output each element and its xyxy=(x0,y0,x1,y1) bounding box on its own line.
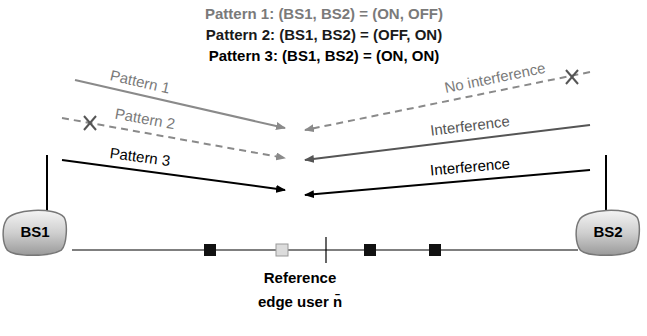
antenna xyxy=(46,155,48,212)
title-line: Pattern 2: (BS1, BS2) = (OFF, ON) xyxy=(206,26,442,44)
cell-boundary-tick xyxy=(325,237,326,263)
cell-edge-line xyxy=(72,249,578,250)
interference-label: Interference xyxy=(429,155,510,180)
user-square xyxy=(364,244,376,256)
base-station: BS2 xyxy=(575,205,641,257)
off-cross xyxy=(84,116,96,130)
reference-user-label: Reference edge user n̄ xyxy=(248,266,352,314)
station-name: BS2 xyxy=(575,223,641,240)
title-line: Pattern 3: (BS1, BS2) = (ON, ON) xyxy=(209,47,439,65)
signal-arrow xyxy=(62,160,285,190)
reference-user-square xyxy=(276,244,288,256)
base-station: BS1 xyxy=(2,205,68,257)
signal-arrow xyxy=(75,80,285,128)
pattern-label: Pattern 3 xyxy=(109,144,172,170)
pattern-label: Pattern 1 xyxy=(108,66,171,97)
user-square xyxy=(204,244,216,256)
off-cross xyxy=(566,70,578,84)
title-line: Pattern 1: (BS1, BS2) = (ON, OFF) xyxy=(205,5,443,23)
station-name: BS1 xyxy=(2,223,68,240)
antenna xyxy=(605,155,607,212)
user-square xyxy=(429,244,441,256)
